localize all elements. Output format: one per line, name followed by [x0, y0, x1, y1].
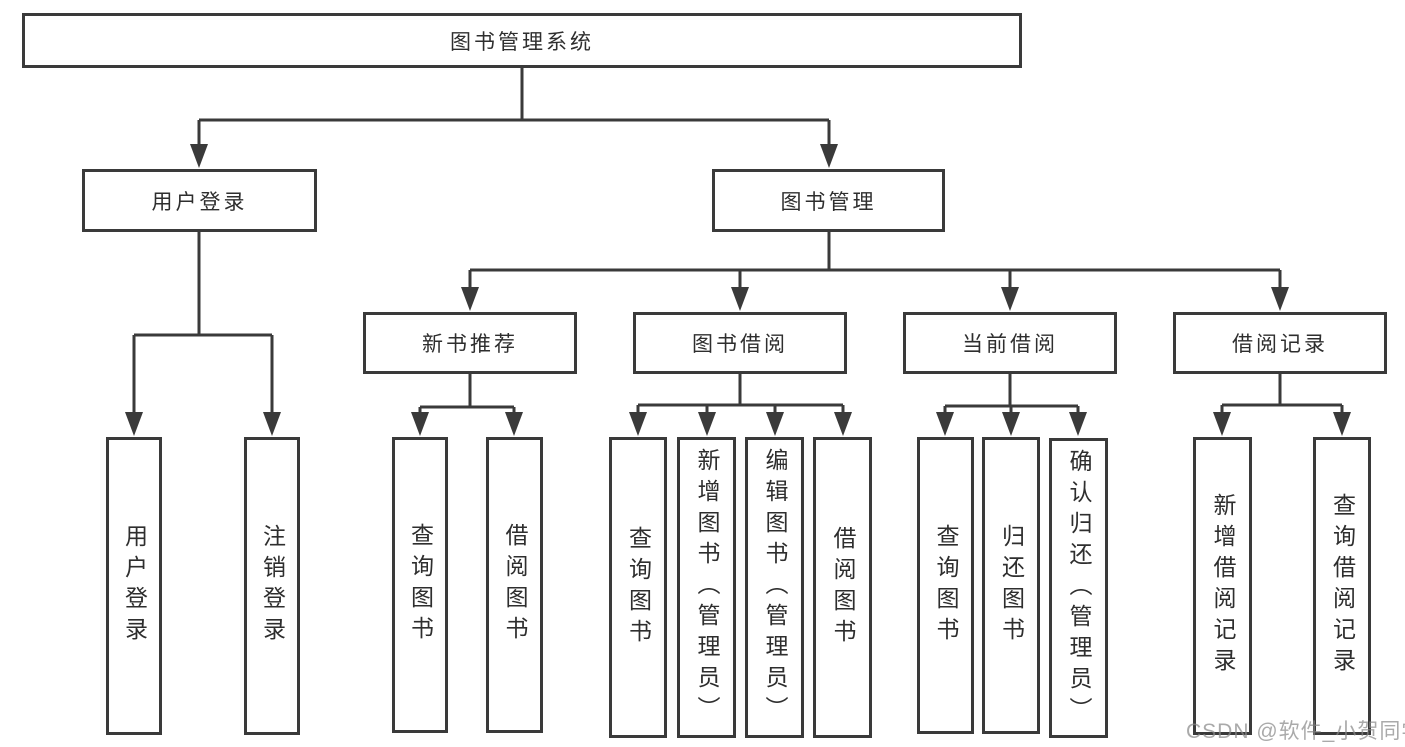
leaf-query-borrow-record-label: 查询借阅记录 [1329, 493, 1356, 679]
leaf-logout: 注销登录 [244, 437, 300, 735]
leaf-logout-label: 注销登录 [259, 524, 286, 648]
watermark: CSDN @软件_小贺同学 [1186, 720, 1405, 743]
leaf-confirm-return-admin-label: 确认归还（管理员） [1066, 448, 1092, 728]
leaf-add-borrow-record: 新增借阅记录 [1193, 437, 1252, 735]
leaf-borrow-books: 借阅图书 [813, 437, 872, 738]
leaf-user-login: 用户登录 [106, 437, 162, 735]
node-user-login: 用户登录 [82, 169, 317, 232]
node-borrow-records-label: 借阅记录 [1232, 333, 1328, 356]
leaf-borrow-books-label: 借阅图书 [830, 525, 856, 650]
leaf-edit-books-admin: 编辑图书（管理员） [745, 437, 804, 738]
leaf-query-books-recommend-label: 查询图书 [407, 523, 434, 647]
leaf-edit-books-admin-label: 编辑图书（管理员） [762, 448, 788, 727]
node-book-borrow: 图书借阅 [633, 312, 847, 374]
leaf-query-books-recommend: 查询图书 [392, 437, 448, 733]
leaf-query-books-borrow-label: 查询图书 [625, 525, 652, 650]
leaf-return-books-label: 归还图书 [998, 523, 1025, 648]
node-current-borrow-label: 当前借阅 [962, 333, 1058, 356]
leaf-query-books-borrow: 查询图书 [609, 437, 667, 738]
node-book-management: 图书管理 [712, 169, 945, 232]
node-current-borrow: 当前借阅 [903, 312, 1117, 374]
leaf-query-books-current-label: 查询图书 [933, 523, 959, 648]
leaf-borrow-books-recommend: 借阅图书 [486, 437, 543, 733]
node-new-book-recommend-label: 新书推荐 [422, 333, 518, 356]
leaf-return-books: 归还图书 [982, 437, 1040, 734]
node-library-management-system-label: 图书管理系统 [450, 30, 594, 54]
node-borrow-records: 借阅记录 [1173, 312, 1387, 374]
leaf-add-books-admin-label: 新增图书（管理员） [694, 448, 720, 727]
leaf-borrow-books-recommend-label: 借阅图书 [502, 523, 528, 647]
node-book-borrow-label: 图书借阅 [692, 333, 788, 356]
node-user-login-label: 用户登录 [151, 190, 248, 214]
node-library-management-system: 图书管理系统 [22, 13, 1022, 68]
arrowheads [125, 144, 1351, 436]
leaf-add-books-admin: 新增图书（管理员） [677, 437, 736, 738]
leaf-add-borrow-record-label: 新增借阅记录 [1210, 493, 1236, 679]
leaf-query-borrow-record: 查询借阅记录 [1313, 437, 1371, 735]
node-new-book-recommend: 新书推荐 [363, 312, 577, 374]
leaf-confirm-return-admin: 确认归还（管理员） [1049, 438, 1108, 738]
leaf-user-login-label: 用户登录 [121, 524, 148, 648]
leaf-query-books-current: 查询图书 [917, 437, 974, 734]
node-book-management-label: 图书管理 [780, 190, 877, 214]
